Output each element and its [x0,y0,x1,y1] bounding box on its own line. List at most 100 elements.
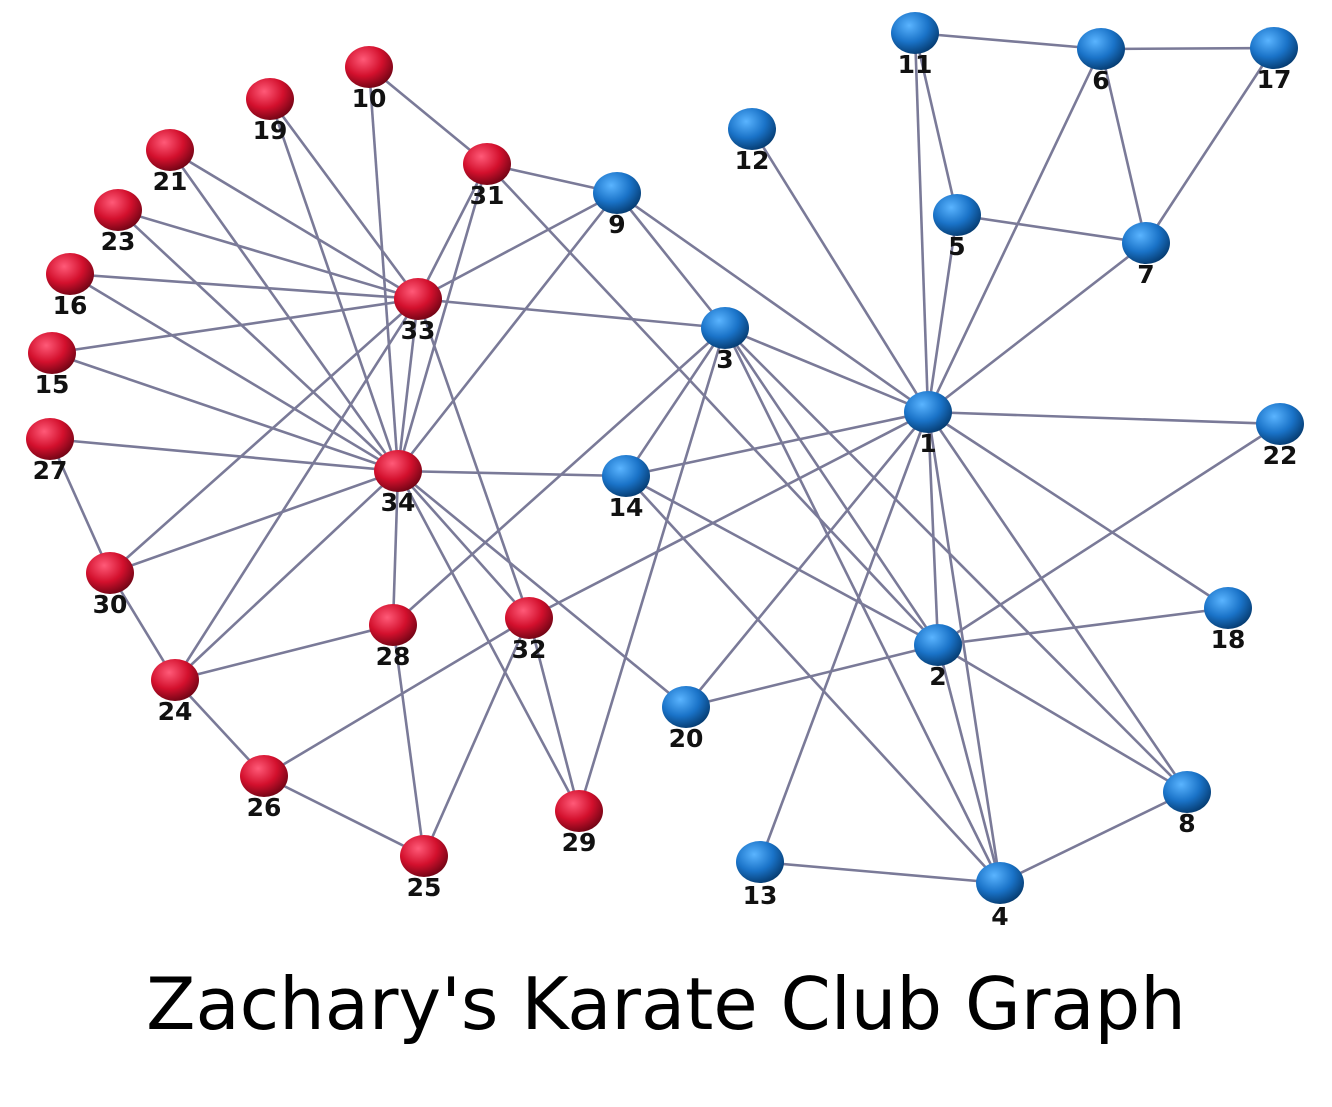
node-5 [933,194,981,236]
edge-16-33 [69,272,419,301]
node-label-16: 16 [53,291,88,320]
node-label-14: 14 [609,493,644,522]
edge-15-34 [51,351,399,473]
edge-2-31 [486,163,939,646]
edge-29-32 [527,617,581,812]
edge-23-33 [117,208,419,301]
edge-33-34 [396,298,420,472]
edge-30-33 [109,298,419,574]
edge-23-34 [117,209,399,472]
node-14 [602,455,650,497]
node-31 [463,143,511,185]
edge-2-18 [937,606,1229,647]
edge-7-17 [1144,47,1276,244]
node-9 [593,172,641,214]
edge-4-13 [759,860,1001,885]
node-15 [28,332,76,374]
edge-2-20 [685,643,939,709]
node-32 [505,597,553,639]
edge-21-33 [169,148,419,301]
edge-1-3 [724,326,929,414]
edge-3-8 [724,327,1188,793]
edge-20-34 [397,469,687,709]
labels-layer: 1234567891011121314151617181920212223242… [33,50,1298,931]
node-label-24: 24 [158,697,193,726]
node-8 [1163,771,1211,813]
edge-26-32 [263,616,530,778]
node-24 [151,659,199,701]
edge-1-9 [616,191,929,414]
node-label-29: 29 [562,828,597,857]
edge-2-8 [937,643,1188,794]
node-label-25: 25 [407,873,442,902]
node-27 [26,418,74,460]
edge-3-14 [624,327,727,477]
edge-3-33 [417,297,726,330]
node-34 [374,450,422,492]
edge-19-34 [268,98,400,472]
edge-1-12 [750,128,930,413]
node-label-30: 30 [93,590,128,619]
node-23 [94,189,142,231]
edge-5-7 [956,213,1147,245]
graph-title: Zachary's Karate Club Graph [146,962,1186,1046]
node-21 [146,129,194,171]
node-29 [555,790,603,832]
edge-9-34 [396,192,619,472]
edge-2-14 [625,474,939,647]
node-3 [701,307,749,349]
node-label-18: 18 [1211,625,1246,654]
edge-1-2 [926,411,940,646]
node-12 [728,108,776,150]
edge-4-8 [999,790,1188,885]
edge-2-3 [723,327,940,646]
node-label-22: 22 [1263,441,1298,470]
edge-6-11 [914,31,1102,51]
edge-9-33 [417,191,618,301]
edge-32-33 [416,298,531,619]
edge-19-33 [268,98,420,300]
node-label-34: 34 [381,488,416,517]
edge-29-34 [396,470,581,812]
edge-6-7 [1099,48,1148,244]
edge-24-28 [174,623,394,682]
node-label-9: 9 [608,210,625,239]
node-label-11: 11 [898,50,933,79]
node-label-31: 31 [470,181,505,210]
node-label-2: 2 [929,662,946,691]
node-33 [394,278,442,320]
edge-21-34 [168,149,400,472]
node-label-28: 28 [376,642,411,671]
edge-24-34 [174,470,399,681]
node-label-17: 17 [1257,65,1292,94]
edge-1-11 [913,32,930,413]
edge-2-4 [936,644,1002,884]
node-label-15: 15 [35,370,70,399]
node-label-4: 4 [991,902,1008,931]
node-label-27: 27 [33,456,68,485]
node-label-12: 12 [735,146,770,175]
node-22 [1256,403,1304,445]
edge-2-22 [937,422,1281,647]
edge-30-34 [109,469,399,575]
node-label-8: 8 [1178,809,1195,838]
node-label-20: 20 [669,724,704,753]
node-13 [736,841,784,883]
edge-3-29 [577,327,727,812]
edge-1-6 [926,48,1103,413]
edge-1-18 [927,410,1229,610]
edge-3-4 [723,327,1002,884]
edge-1-13 [758,411,930,863]
edge-1-14 [625,410,929,478]
edge-1-7 [927,241,1147,414]
node-30 [86,552,134,594]
edge-25-26 [263,774,425,858]
node-6 [1077,28,1125,70]
edge-1-4 [926,411,1002,884]
edge-25-28 [391,624,426,857]
edge-1-20 [684,411,930,708]
node-label-5: 5 [948,232,965,261]
node-25 [400,835,448,877]
edge-32-34 [397,470,530,619]
node-label-13: 13 [743,881,778,910]
